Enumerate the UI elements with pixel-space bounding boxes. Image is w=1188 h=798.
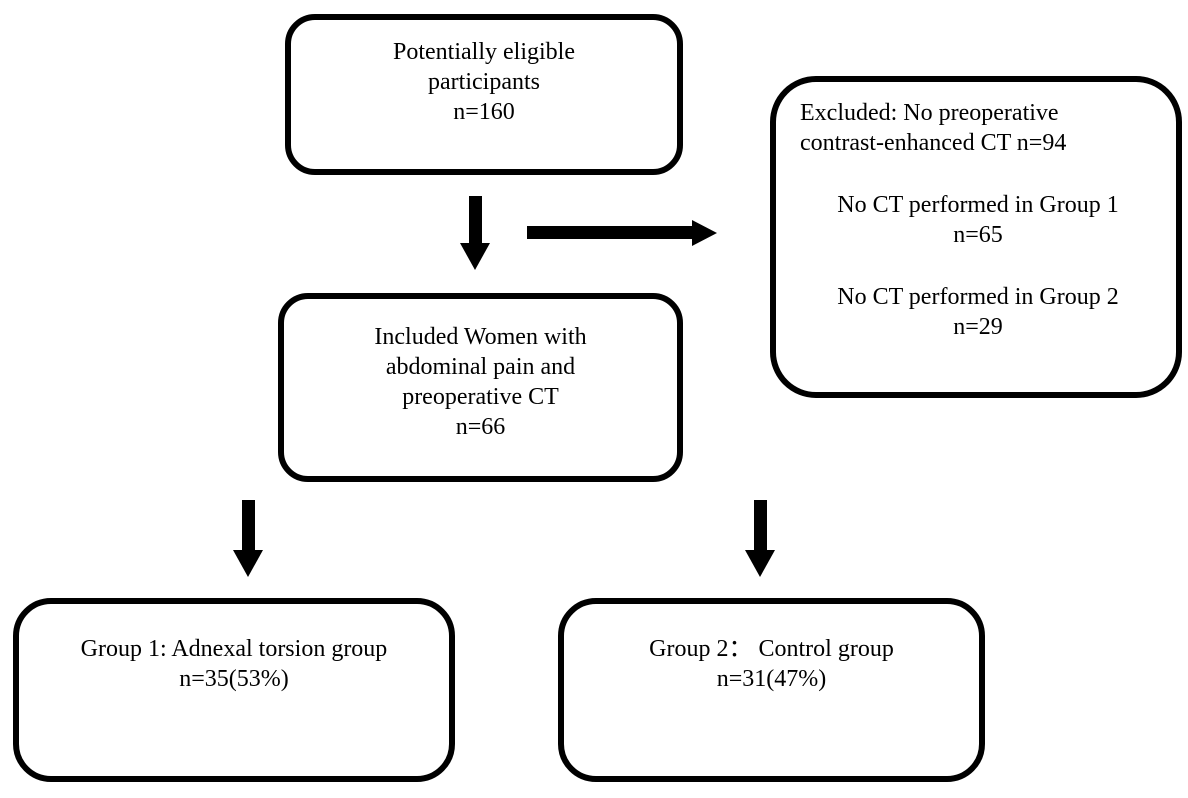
arrow-head-down-icon xyxy=(745,550,775,577)
arrow-eligible-to-excluded xyxy=(527,219,717,246)
node-group-2: Group 2： Control group n=31(47%) xyxy=(558,598,985,782)
node-text-line: Group 2： Control group xyxy=(649,636,894,662)
arrow-head-down-icon xyxy=(460,243,490,270)
arrow-included-to-group1 xyxy=(233,500,263,577)
arrow-shaft xyxy=(527,226,692,239)
node-text-line: n=65 xyxy=(953,222,1003,248)
node-potentially-eligible: Potentially eligible participants n=160 xyxy=(285,14,683,175)
node-text-line: n=160 xyxy=(453,99,515,125)
node-text-line: participants xyxy=(428,69,540,95)
node-text-line: n=66 xyxy=(455,414,506,440)
node-excluded: Excluded: No preoperative contrast-enhan… xyxy=(770,76,1182,398)
node-text-line: Potentially eligible xyxy=(393,39,575,65)
arrow-shaft xyxy=(241,500,255,550)
node-text-line: No CT performed in Group 2 xyxy=(837,284,1119,310)
excluded-paragraph-2: No CT performed in Group 1 n=65 xyxy=(800,190,1156,250)
node-text-line: Included Women with xyxy=(374,324,587,350)
node-text-line: Group 1: Adnexal torsion group xyxy=(80,636,388,662)
node-group-1: Group 1: Adnexal torsion group n=35(53%) xyxy=(13,598,455,782)
node-text-line: abdominal pain and xyxy=(385,354,576,380)
excluded-paragraph-3: No CT performed in Group 2 n=29 xyxy=(800,282,1156,342)
excluded-paragraph-1: Excluded: No preoperative contrast-enhan… xyxy=(800,98,1156,158)
arrow-eligible-to-included xyxy=(460,196,490,270)
node-text-line: Excluded: No preoperative xyxy=(800,100,1059,126)
arrow-shaft xyxy=(468,196,482,243)
node-text-line: n=31(47%) xyxy=(716,666,827,692)
node-text-line: n=29 xyxy=(953,314,1003,340)
arrow-shaft xyxy=(753,500,767,550)
node-text-line: n=35(53%) xyxy=(179,666,289,692)
node-text-line: No CT performed in Group 1 xyxy=(837,192,1119,218)
node-text-line: contrast-enhanced CT n=94 xyxy=(800,130,1067,156)
arrow-head-down-icon xyxy=(233,550,263,577)
arrow-head-right-icon xyxy=(692,219,717,246)
node-included: Included Women with abdominal pain and p… xyxy=(278,293,683,482)
node-text-line: preoperative CT xyxy=(402,384,559,410)
arrow-included-to-group2 xyxy=(745,500,775,577)
